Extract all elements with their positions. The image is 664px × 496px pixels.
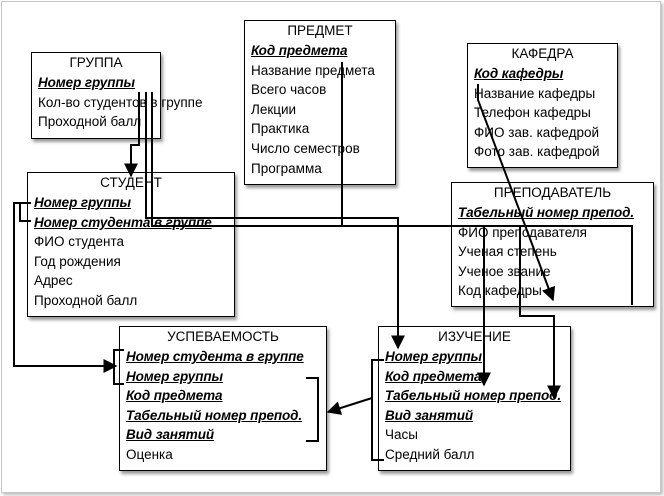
entity-key: Вид занятий	[385, 407, 473, 423]
entity-key: Код предмета	[251, 43, 348, 58]
entity-key: Номер студента в группе	[126, 349, 304, 364]
entity-title: ГРУППА	[69, 55, 123, 70]
entity-key: Табельный номер препод.	[126, 407, 303, 423]
entity-attribute: Проходной балл	[34, 292, 138, 308]
entity-title: ПРЕДМЕТ	[287, 23, 353, 38]
entity-key: Вид занятий	[126, 427, 214, 443]
entity-attribute: Проходной балл	[38, 114, 142, 130]
entity-key: Код кафедры	[474, 66, 564, 81]
entity-student: СТУДЕНТ Номер группы Номер студента в гр…	[27, 172, 235, 317]
entity-key: Номер группы	[126, 368, 223, 384]
entity-attribute: ФИО преподавателя	[458, 224, 587, 240]
entity-title: ИЗУЧЕНИЕ	[438, 329, 511, 344]
entity-key: Код предмета	[126, 388, 223, 404]
entity-kafedra: КАФЕДРА Код кафедры Название кафедры Тел…	[467, 43, 618, 168]
entity-attribute: Часы	[385, 427, 418, 443]
entity-key: Номер группы	[385, 349, 482, 364]
entity-attribute: Адрес	[34, 273, 73, 289]
entity-key: Табельный номер препод.	[458, 205, 635, 220]
entity-title: КАФЕДРА	[511, 46, 574, 61]
entity-attribute: Лекции	[251, 101, 297, 117]
entity-attribute: Год рождения	[34, 253, 121, 269]
entity-attribute: Оценка	[126, 446, 173, 462]
entity-uspevaemost: УСПЕВАЕМОСТЬ Номер студента в группе Ном…	[119, 326, 327, 471]
entity-attribute: Всего часов	[251, 82, 327, 98]
entity-attribute: Кол-во студентов в группе	[38, 94, 203, 110]
entity-key: Номер группы	[34, 195, 131, 210]
entity-attribute: Название предмета	[251, 62, 375, 78]
entity-attribute: Фото зав. кафедрой	[474, 144, 600, 160]
entity-attribute: Телефон кафедры	[474, 105, 591, 121]
entity-attribute: Ученая степень	[458, 244, 557, 260]
entity-key: Номер студента в группе	[34, 214, 212, 230]
entity-title: УСПЕВАЕМОСТЬ	[167, 329, 279, 344]
entity-title: СТУДЕНТ	[100, 175, 162, 190]
entity-attribute: Код кафедры	[458, 283, 542, 299]
entity-attribute: Программа	[251, 160, 322, 176]
entity-title: ПРЕПОДАВАТЕЛЬ	[493, 185, 612, 200]
entity-attribute: ФИО зав. кафедрой	[474, 124, 600, 140]
entity-attribute: Средний балл	[385, 446, 475, 462]
entity-attribute: Практика	[251, 121, 310, 137]
entity-key: Табельный номер препод.	[385, 388, 562, 404]
entity-key: Код предмета	[385, 368, 482, 384]
entity-attribute: Число семестров	[251, 140, 360, 156]
entity-gruppa: ГРУППА Номер группы Кол-во студентов в г…	[31, 52, 203, 139]
entity-predmet: ПРЕДМЕТ Код предмета Название предмета В…	[244, 20, 396, 185]
entity-key: Номер группы	[38, 75, 135, 90]
entity-attribute: Название кафедры	[474, 85, 596, 101]
entity-attribute: ФИО студента	[34, 234, 124, 250]
entity-izuchenie: ИЗУЧЕНИЕ Номер группы Код предмета Табел…	[378, 326, 571, 471]
entity-attribute: Ученое звание	[458, 263, 551, 279]
entity-prepodavatel: ПРЕПОДАВАТЕЛЬ Табельный номер препод. ФИ…	[451, 182, 654, 307]
